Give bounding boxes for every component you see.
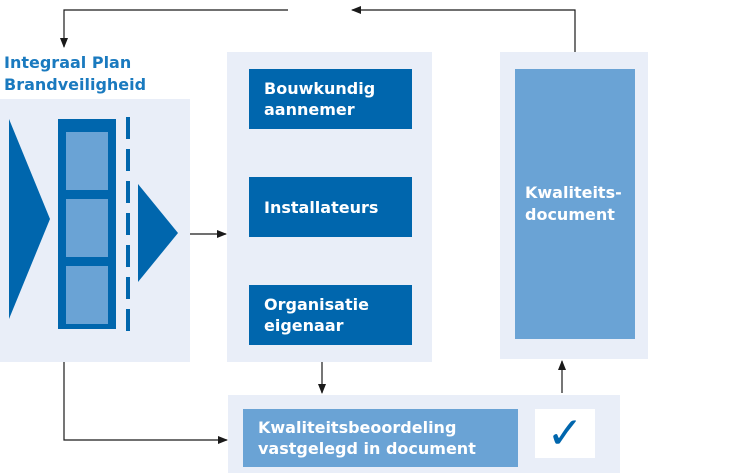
assessment-box: Kwaliteitsbeoordeling vastgelegd in docu…: [243, 409, 518, 467]
quality-document-box: Kwaliteits- document: [515, 69, 635, 339]
check-box: ✓: [535, 409, 595, 458]
party-box-bouwkundig-aannemer: Bouwkundig aannemer: [249, 69, 412, 129]
plan-cell-3: [66, 266, 108, 324]
plan-cell-1: [66, 132, 108, 190]
feedback-arrow-top-left: [60, 9, 288, 48]
plan-panel: [0, 99, 190, 362]
checkmark-icon: ✓: [546, 407, 584, 459]
diagram-title: Integraal Plan Brandveiligheid: [4, 53, 147, 94]
feedback-arrow-top-right: [351, 6, 576, 52]
plan-to-assessment-arrow: [63, 362, 228, 444]
plan-graphic: [9, 117, 178, 331]
left-triangle-shape: [9, 119, 50, 319]
dashed-line-shape: [126, 117, 130, 331]
right-triangle-shape: [138, 184, 178, 282]
party-box-installateurs: Installateurs: [249, 177, 412, 237]
plan-cell-2: [66, 199, 108, 257]
party-box-organisatie-eigenaar: Organisatie eigenaar: [249, 285, 412, 345]
